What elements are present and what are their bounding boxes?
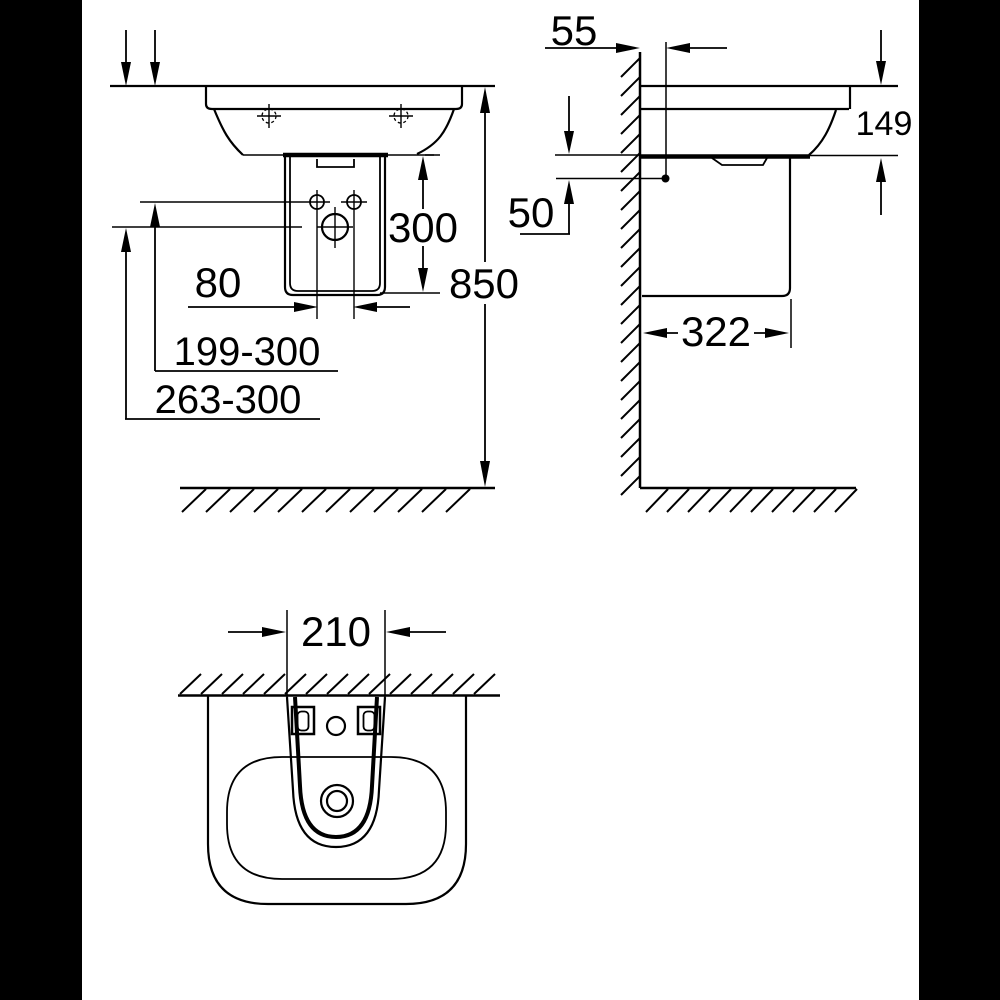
bottom-pedestal-inner-u	[293, 696, 379, 840]
rim-fixing-hole-left	[257, 104, 281, 128]
dim-55: 55	[545, 7, 727, 54]
pillarbox-left	[0, 0, 82, 1000]
front-mounting-arrows	[121, 30, 160, 86]
dim-210: 210	[228, 608, 446, 697]
dim-55-label: 55	[551, 7, 598, 54]
dim-80-label: 80	[195, 259, 242, 306]
bottom-drain-hole	[319, 783, 355, 819]
dim-322: 322	[643, 299, 792, 355]
dim-149: 149	[856, 30, 913, 215]
fixing-point-dot	[661, 174, 670, 183]
dim-210-label: 210	[301, 608, 371, 655]
front-bowl-right-curve	[416, 108, 456, 155]
bottom-mounting-bracket-right	[356, 705, 382, 736]
side-wall-hatch	[620, 57, 641, 496]
side-view: 55 50 149	[508, 7, 913, 513]
rim-fixing-hole-right	[389, 104, 413, 128]
dim-263-300: 263-300	[121, 228, 320, 422]
dim-50: 50	[508, 96, 662, 236]
bottom-mounting-bracket-left	[290, 705, 316, 736]
front-floor-hatch	[181, 488, 471, 513]
dim-50-label: 50	[508, 189, 555, 236]
dim-850-label: 850	[449, 260, 519, 307]
side-bowl-curve	[808, 109, 838, 156]
bottom-wall-hatch	[179, 673, 496, 695]
side-floor-hatch	[645, 488, 858, 513]
bottom-fixing-hole	[325, 715, 347, 737]
bottom-pedestal-outer-u	[285, 696, 387, 849]
dim-850: 850	[449, 87, 519, 487]
dim-80: 80	[188, 259, 410, 312]
front-pedestal-hanger-notch	[316, 159, 355, 168]
front-basin-rim	[204, 86, 464, 111]
bottom-bowl-inner-outline	[226, 756, 447, 880]
front-pedestal-inner-line	[289, 157, 381, 292]
dim-149-label: 149	[856, 105, 913, 143]
dim-199-300: 199-300	[150, 203, 338, 374]
dim-199-300-label: 199-300	[174, 330, 321, 374]
front-bowl-left-curve	[212, 108, 244, 156]
front-view: 199-300 263-300 80 300	[110, 30, 519, 513]
pedestal-drain-hole	[317, 207, 353, 248]
pillarbox-right	[919, 0, 1000, 1000]
dim-263-300-label: 263-300	[155, 378, 302, 422]
pedestal-fixing-holes	[304, 190, 367, 319]
bottom-basin-outer-outline	[206, 696, 468, 906]
dim-322-label: 322	[681, 308, 751, 355]
side-pedestal-hanger-notch	[711, 157, 768, 166]
front-pedestal-outline	[283, 157, 387, 297]
dim-300-label: 300	[388, 204, 458, 251]
bottom-view: 210	[178, 608, 500, 906]
dim-300: 300	[380, 154, 458, 294]
side-pedestal-outline	[642, 158, 792, 298]
